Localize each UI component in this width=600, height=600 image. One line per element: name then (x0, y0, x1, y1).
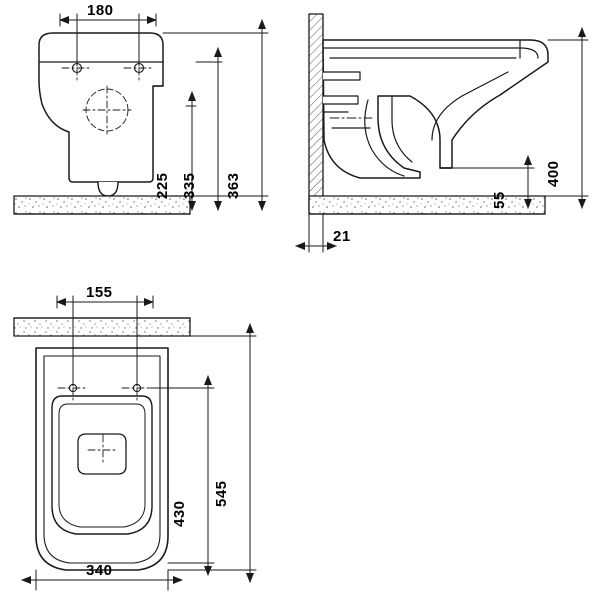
front-view-geometry (38, 32, 164, 197)
dimension-label-55: 55 (491, 191, 508, 209)
dimension-label-363: 363 (225, 172, 242, 199)
dimension-label-400: 400 (545, 160, 562, 187)
dimension-label-545: 545 (213, 480, 230, 507)
dimension-label-155: 155 (86, 284, 113, 301)
side-view-floor (308, 195, 546, 215)
dimension-label-335: 335 (181, 172, 198, 199)
plan-view-geometry (13, 317, 191, 571)
front-view-bolt-circles (85, 88, 129, 132)
side-section-geometry (308, 13, 549, 211)
dimension-label-340: 340 (86, 562, 113, 579)
plan-view-dimension-lines (21, 295, 257, 591)
dimension-label-180: 180 (87, 2, 114, 19)
dimension-label-21: 21 (333, 228, 351, 245)
dimension-label-225: 225 (154, 172, 171, 199)
front-view-floor (13, 195, 191, 215)
dimension-label-430: 430 (171, 500, 188, 527)
side-view-dimension-lines (295, 27, 589, 253)
front-view-dimension-lines (59, 13, 269, 211)
